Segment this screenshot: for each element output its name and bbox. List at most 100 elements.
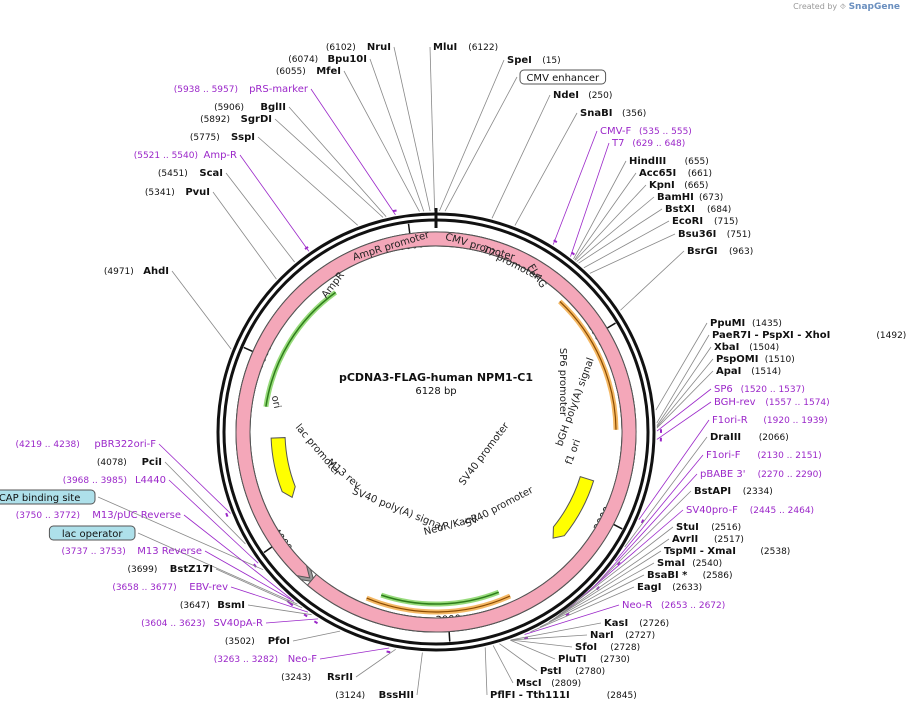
site-ndei[interactable]: NdeI(250)	[553, 90, 612, 101]
plasmid-size: 6128 bp	[415, 386, 456, 397]
site-name: ScaI	[199, 168, 223, 179]
site-bpu10i[interactable]: Bpu10I(6074)	[288, 54, 367, 65]
site-mlui[interactable]: MluI(6122)	[433, 42, 498, 53]
site-sfoi[interactable]: SfoI(2728)	[575, 642, 640, 653]
site-nrui[interactable]: NruI(6102)	[326, 42, 391, 53]
site-t7[interactable]: T7(629 .. 648)	[611, 138, 685, 149]
leader-line	[514, 112, 578, 226]
site-pspomi[interactable]: PspOMI(1510)	[716, 354, 795, 365]
site-name: MscI	[516, 678, 542, 689]
site-pbr322ori-f[interactable]: pBR322ori-F(4219 .. 4238)	[16, 439, 157, 450]
site-spei[interactable]: SpeI(15)	[507, 55, 561, 66]
site-scai[interactable]: ScaI(5451)	[158, 168, 223, 179]
site-bamhi[interactable]: BamHI(673)	[657, 192, 723, 203]
site-sp6[interactable]: SP6(1520 .. 1537)	[714, 384, 805, 395]
site-ahdi[interactable]: AhdI(4971)	[104, 266, 169, 277]
site-name: F1ori-F	[706, 450, 741, 461]
site-position: (2066)	[759, 433, 789, 443]
site-bgh-rev[interactable]: BGH-rev(1557 .. 1574)	[714, 397, 830, 408]
site-neo-f[interactable]: Neo-F(3263 .. 3282)	[214, 654, 318, 665]
site-sspi[interactable]: SspI(5775)	[190, 132, 255, 143]
site-position: (661)	[688, 169, 712, 179]
site-pluti[interactable]: PluTI(2730)	[558, 654, 630, 665]
site-kasi[interactable]: KasI(2726)	[604, 618, 669, 629]
tick-mark	[243, 346, 254, 353]
site-position: (2728)	[610, 643, 640, 653]
site-hindiii[interactable]: HindIII(655)	[629, 156, 709, 167]
site-neo-r[interactable]: Neo-R(2653 .. 2672)	[622, 600, 725, 611]
site-f1ori-r[interactable]: F1ori-R(1920 .. 1939)	[712, 415, 828, 426]
leader-line	[171, 270, 232, 350]
site-nari[interactable]: NarI(2727)	[590, 630, 655, 641]
site-kpni[interactable]: KpnI (665)	[649, 180, 708, 191]
site-name: SgrDI	[241, 114, 272, 125]
leader-line	[524, 604, 620, 635]
site-amp-r[interactable]: Amp-R(5521 .. 5540)	[134, 150, 237, 161]
site-apai[interactable]: ApaI(1514)	[716, 366, 781, 377]
site-m13-puc-reverse[interactable]: M13/pUC Reverse(3750 .. 3772)	[16, 510, 181, 521]
site-draiii[interactable]: DraIII(2066)	[710, 432, 789, 443]
site-sv40pa-r[interactable]: SV40pA-R(3604 .. 3623)	[141, 618, 263, 629]
site-msci[interactable]: MscI(2809)	[516, 678, 581, 689]
site-m13-reverse[interactable]: M13 Reverse(3737 .. 3753)	[62, 546, 202, 557]
site-prs-marker[interactable]: pRS-marker(5938 .. 5957)	[174, 84, 309, 95]
site-sgrdi[interactable]: SgrDI(5892)	[200, 114, 272, 125]
site-bsu36i[interactable]: Bsu36I(751)	[678, 229, 751, 240]
site-bsshii[interactable]: BssHII(3124)	[335, 690, 414, 701]
site-bglii[interactable]: BglII(5906)	[214, 102, 286, 113]
site-ecori[interactable]: EcoRI(715)	[672, 216, 738, 227]
site-bstxi[interactable]: BstXI(684)	[665, 204, 731, 215]
feature-arcs	[263, 290, 619, 615]
leader-line	[215, 568, 303, 609]
leader-line	[265, 618, 319, 624]
site-xbai[interactable]: XbaI(1504)	[714, 342, 779, 353]
site-pfoi[interactable]: PfoI(3502)	[225, 636, 290, 647]
site-bsabi[interactable]: BsaBI *(2586)	[647, 570, 733, 581]
site-mfei[interactable]: MfeI(6055)	[276, 66, 341, 77]
site-cmv-enhancer[interactable]: CMV enhancer	[519, 69, 607, 85]
site-name: BsmI	[217, 600, 245, 611]
leader-line	[183, 514, 292, 600]
site-name: KpnI	[649, 180, 675, 191]
site-snabi[interactable]: SnaBI(356)	[580, 108, 646, 119]
leader-line	[212, 191, 277, 280]
site-ppumi[interactable]: PpuMI(1435)	[710, 318, 782, 329]
site-acc65i[interactable]: Acc65I(661)	[639, 168, 712, 179]
site-bstapi[interactable]: BstAPI(2334)	[694, 486, 773, 497]
site-lac-operator[interactable]: lac operator	[48, 525, 136, 541]
orf-highlight-arc	[263, 290, 338, 408]
primer-mark	[303, 613, 308, 618]
site-pflfi-tth111i[interactable]: PflFI - Tth111I(2845)	[490, 690, 637, 701]
site-name: CAP binding site	[0, 493, 80, 504]
site-stui[interactable]: StuI(2516)	[676, 522, 741, 533]
site-tspmi-xmai[interactable]: TspMI - XmaI(2538)	[664, 546, 790, 557]
leader-line	[510, 622, 602, 641]
site-cap-binding-site[interactable]: CAP binding site	[0, 489, 96, 505]
leader-line	[225, 172, 295, 263]
site-pcii[interactable]: PciI(4078)	[97, 457, 162, 468]
site-ebv-rev[interactable]: EBV-rev(3658 .. 3677)	[112, 582, 228, 593]
site-pbabe-3[interactable]: pBABE 3'(2270 .. 2290)	[700, 469, 822, 480]
site-sv40pro-f[interactable]: SV40pro-F(2445 .. 2464)	[686, 505, 814, 516]
site-avrii[interactable]: AvrII(2517)	[672, 534, 744, 545]
leader-line	[491, 94, 551, 219]
site-paer7i-pspxi-xhoi[interactable]: PaeR7I - PspXI - XhoI(1492)	[712, 330, 906, 341]
site-cmv-f[interactable]: CMV-F(535 .. 555)	[600, 126, 692, 137]
site-bsrgi[interactable]: BsrGI(963)	[687, 246, 753, 257]
site-bstz17i[interactable]: BstZ17I(3699)	[127, 564, 213, 575]
site-rsrii[interactable]: RsrII(3243)	[281, 672, 353, 683]
site-psti[interactable]: PstI(2780)	[540, 666, 605, 677]
primer-mark	[386, 650, 391, 654]
leader-line	[586, 490, 692, 595]
site-name: SpeI	[507, 55, 532, 66]
site-f1ori-f[interactable]: F1ori-F(2130 .. 2151)	[706, 450, 822, 461]
site-bsmi[interactable]: BsmI(3647)	[180, 600, 245, 611]
backbone-inner-strand	[222, 218, 650, 646]
site-eagi[interactable]: EagI(2633)	[637, 582, 702, 593]
site-position: (665)	[684, 181, 708, 191]
site-name: CMV enhancer	[526, 73, 600, 84]
site-pvui[interactable]: PvuI(5341)	[145, 187, 210, 198]
site-l4440[interactable]: L4440(3968 .. 3985)	[63, 475, 166, 486]
site-smai[interactable]: SmaI(2540)	[657, 558, 722, 569]
leader-line	[578, 208, 663, 264]
